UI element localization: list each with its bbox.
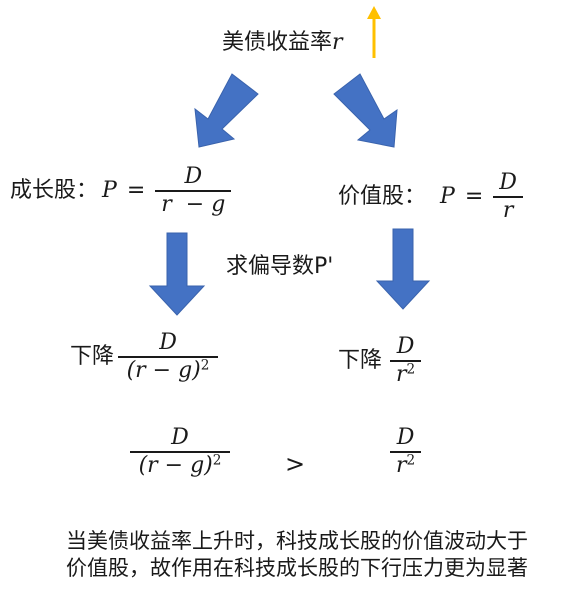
growth-den: r − g	[155, 192, 231, 216]
top-label-text: 美债收益率	[222, 30, 333, 55]
value-deriv-num: D	[396, 334, 415, 359]
compare-operator: >	[285, 450, 306, 478]
value-deriv-fraction: D r2	[390, 334, 422, 386]
compare-right-den-base: r	[396, 452, 407, 478]
arrow-down-value-icon	[375, 228, 431, 310]
value-lhs: P	[440, 183, 455, 209]
compare-left-num: D	[171, 425, 189, 450]
value-deriv-den: r2	[390, 362, 421, 386]
growth-den-a: r	[161, 191, 172, 217]
value-fraction-bar	[493, 196, 523, 198]
compare-right: D r2	[390, 425, 422, 477]
value-deriv-bar	[390, 360, 422, 362]
compare-left-bar	[130, 451, 230, 453]
arrow-down-growth-icon	[148, 232, 206, 316]
value-deriv-label: 下降	[338, 347, 383, 373]
partial-derivative-label: 求偏导数P'	[226, 254, 334, 279]
value-eq: =	[464, 183, 484, 209]
growth-formula: 成长股： P = D r − g	[10, 164, 232, 216]
top-label-var: r	[332, 30, 343, 55]
growth-deriv-den-base: (r − g)	[126, 357, 201, 383]
compare-right-exp: 2	[406, 452, 416, 469]
growth-fraction-bar	[155, 190, 232, 192]
value-derivative: 下降 D r2	[338, 334, 422, 386]
growth-lhs: P	[102, 177, 117, 203]
growth-eq: =	[126, 177, 146, 203]
compare-left: D (r − g)2	[130, 427, 230, 477]
growth-deriv-bar	[118, 356, 219, 358]
arrow-to-growth-icon	[194, 73, 259, 148]
growth-deriv-den: (r − g)2	[121, 358, 216, 382]
growth-deriv-exp: 2	[200, 357, 210, 374]
growth-deriv-num: D	[159, 330, 177, 355]
arrow-to-value-icon	[333, 73, 398, 148]
value-deriv-den-base: r	[396, 361, 407, 387]
value-fraction: D r	[493, 172, 523, 222]
growth-label: 成长股：	[10, 177, 99, 203]
growth-den-b: g	[211, 191, 226, 217]
compare-left-den: (r − g)2	[133, 453, 228, 477]
compare-right-fraction: D r2	[390, 425, 422, 477]
conclusion-text: 当美债收益率上升时，科技成长股的价值波动大于价值股，故作用在科技成长股的下行压力…	[66, 529, 528, 580]
yellow-up-arrow-icon	[367, 6, 381, 58]
compare-left-exp: 2	[212, 452, 222, 469]
value-deriv-exp: 2	[406, 361, 416, 378]
growth-deriv-label: 下降	[70, 343, 115, 369]
growth-derivative: 下降 D (r − g)2	[70, 330, 219, 382]
growth-deriv-fraction: D (r − g)2	[118, 330, 219, 382]
value-formula: 价值股： P = D r	[338, 172, 523, 222]
top-label: 美债收益率r	[222, 32, 343, 54]
growth-num: D	[184, 164, 203, 189]
compare-right-den: r2	[390, 453, 421, 477]
value-den: r	[502, 197, 514, 223]
value-num: D	[499, 170, 517, 195]
growth-den-op: −	[185, 191, 205, 217]
compare-left-fraction: D (r − g)2	[130, 427, 230, 477]
compare-left-den-base: (r − g)	[138, 452, 213, 478]
compare-right-bar	[390, 451, 422, 453]
growth-fraction: D r − g	[155, 164, 232, 216]
value-label: 价值股：	[338, 183, 427, 209]
compare-right-num: D	[396, 425, 415, 450]
